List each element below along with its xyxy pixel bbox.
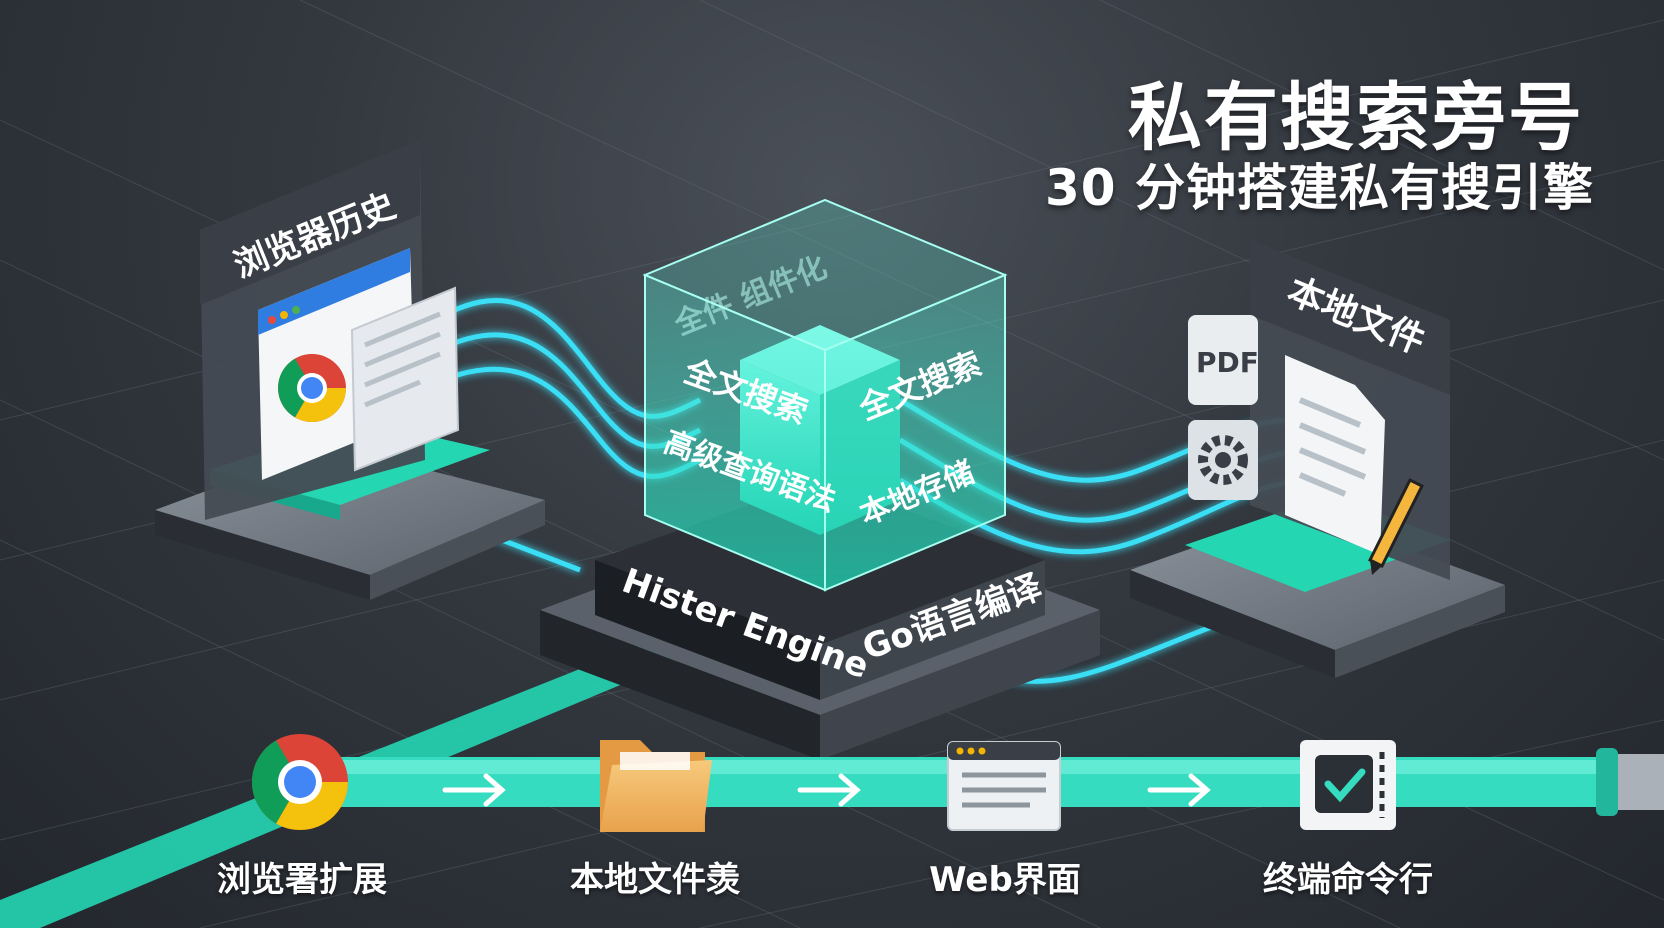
page-subtitle: 30 分钟搭建私有搜引擎 [1045, 159, 1594, 217]
right-arrow-icon [1147, 773, 1211, 807]
terminal-checkbox-icon [1300, 740, 1396, 830]
browser-window-icon [947, 741, 1061, 831]
folder-icon [600, 740, 712, 832]
local-files-platform: 本地文件 PDF [1130, 240, 1505, 678]
chrome-icon [251, 734, 349, 831]
browser-history-platform: 浏览器历史 [155, 140, 545, 600]
pipeline-step-terminal [1300, 740, 1396, 830]
page-title: 私有搜索旁号 [1128, 75, 1584, 161]
gear-icon [1188, 420, 1258, 500]
pencil-icon [1367, 477, 1425, 575]
engine-cube: 全件 组件化 全文搜索 高级查询语法 全文搜索 本地存储 [642, 198, 1008, 592]
right-arrow-icon [797, 773, 861, 807]
pipeline-step-local-files [600, 740, 712, 832]
right-arrow-icon [442, 773, 506, 807]
pdf-badge-text: PDF [1196, 346, 1259, 379]
step-label-local-files: 本地文件羡 [570, 860, 740, 900]
pdf-icon: PDF [1188, 315, 1259, 405]
chrome-icon [278, 354, 346, 422]
pipeline-step-web-ui [947, 741, 1061, 831]
step-label-browser-extension: 浏览署扩展 [217, 860, 387, 900]
document-icon [1285, 355, 1385, 555]
step-label-terminal: 终端命令行 [1263, 860, 1433, 900]
pipeline-step-browser-extension [251, 734, 349, 831]
browser-window-card [258, 248, 460, 480]
step-label-web-ui: Web界面 [929, 860, 1081, 900]
